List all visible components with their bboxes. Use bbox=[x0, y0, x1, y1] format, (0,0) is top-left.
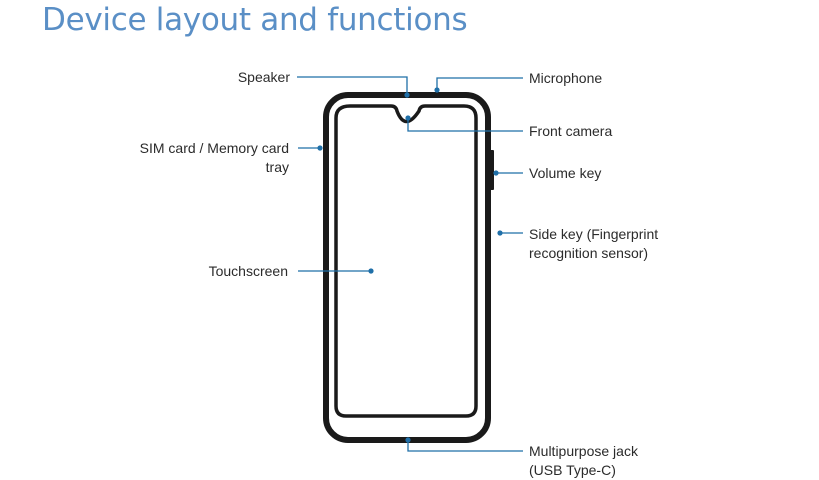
speaker-leader bbox=[297, 76, 408, 95]
jack-dot bbox=[405, 437, 411, 443]
volume-key-shape bbox=[489, 150, 494, 190]
speaker-label: Speaker bbox=[237, 69, 290, 85]
sim-tray-dot bbox=[317, 145, 323, 151]
phone-screen bbox=[334, 104, 478, 418]
volume-key-label: Volume key bbox=[529, 165, 602, 181]
side-key-label: Side key (Fingerprint recognition sensor… bbox=[529, 226, 659, 261]
front-camera-dot bbox=[405, 115, 411, 121]
microphone-leader bbox=[436, 77, 523, 90]
jack-leader bbox=[407, 440, 523, 452]
front-camera-leader bbox=[407, 118, 523, 132]
front-camera-label: Front camera bbox=[529, 123, 613, 139]
touchscreen-label: Touchscreen bbox=[208, 263, 288, 279]
speaker-dot bbox=[404, 92, 410, 98]
touchscreen-dot bbox=[368, 268, 374, 274]
sim-tray-label: SIM card / Memory card tray bbox=[139, 140, 289, 175]
volume-key-dot bbox=[493, 170, 499, 176]
microphone-dot bbox=[434, 87, 440, 93]
side-key-dot bbox=[497, 230, 503, 236]
microphone-label: Microphone bbox=[529, 70, 603, 86]
page-title: Device layout and functions bbox=[42, 2, 468, 38]
jack-label: Multipurpose jack (USB Type-C) bbox=[529, 443, 638, 478]
